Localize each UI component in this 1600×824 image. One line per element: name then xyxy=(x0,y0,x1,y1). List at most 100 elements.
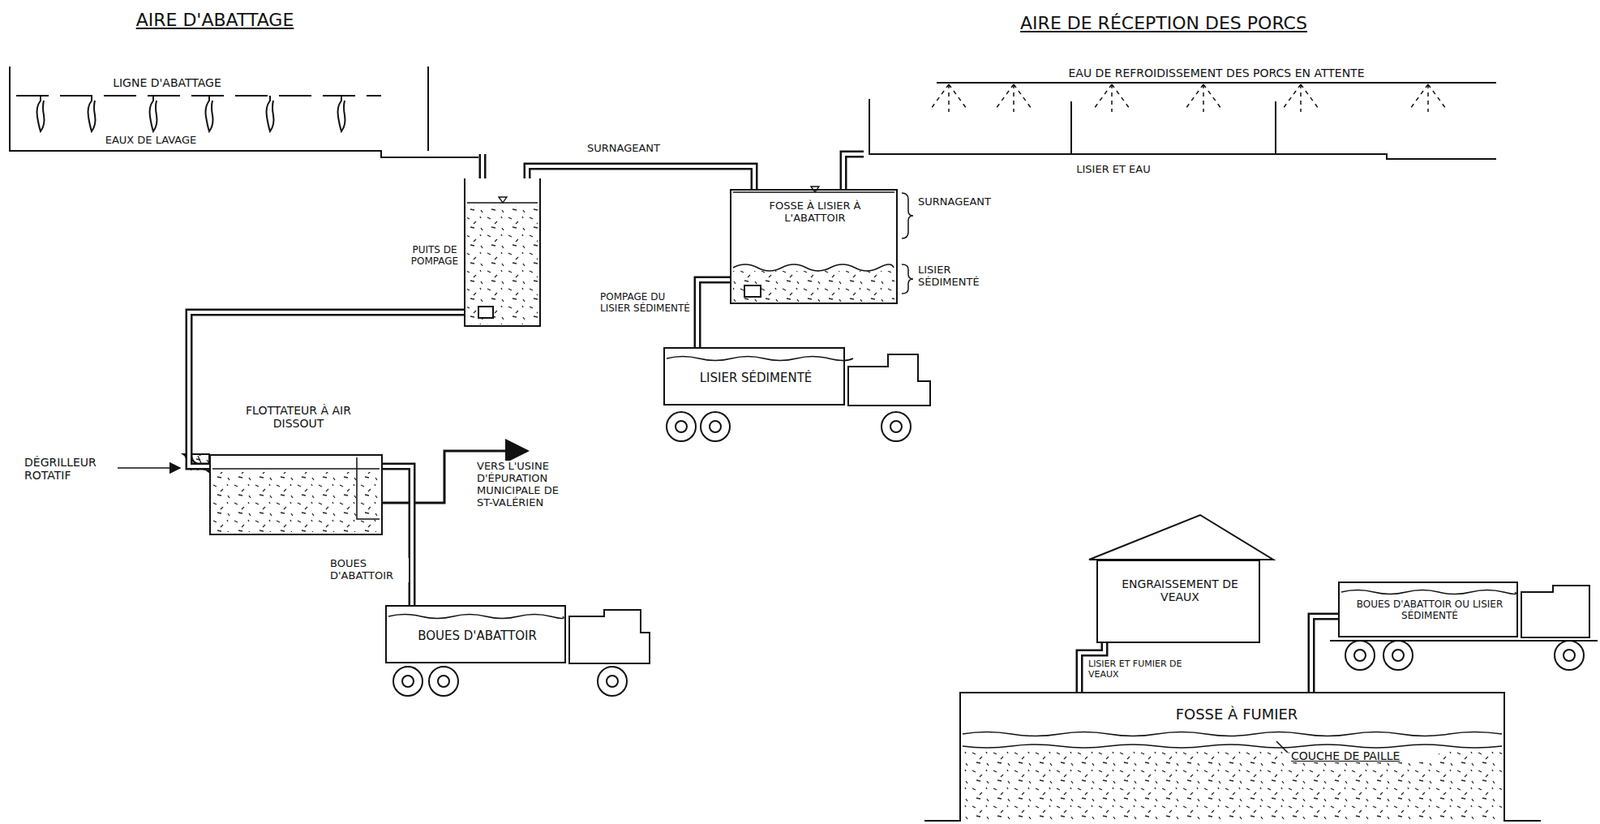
pig-reception-area xyxy=(930,84,1446,112)
truck xyxy=(666,411,696,442)
truck-tank: BOUES D'ABATTOIR xyxy=(385,604,567,664)
pipe-connector xyxy=(527,166,755,189)
truck xyxy=(569,609,650,664)
truck xyxy=(890,420,902,433)
pipe-connector xyxy=(1311,616,1339,692)
calf-barn xyxy=(1089,514,1274,560)
pipe-bore xyxy=(697,279,730,348)
reception-area: AIRE DE RÉCEPTION DES PORCS EAU DE REFROI… xyxy=(863,8,1505,183)
manure-pit-slaughterhouse xyxy=(733,264,894,271)
annotation: LISIER SÉDIMENTÉ xyxy=(916,264,993,289)
truck xyxy=(881,411,911,442)
dissolved-air-flotation xyxy=(212,471,380,532)
node-label: ENGRAISSEMENT DE VEAUX xyxy=(1106,577,1254,604)
pipe-label: BOUES D'ABATTOIR xyxy=(328,557,409,583)
pig-reception-area xyxy=(995,84,1032,112)
dissolved-air-flotation xyxy=(117,467,181,469)
node-label: LIGNE D'ABATTAGE xyxy=(85,76,249,90)
node-label: FOSSE À FUMIER xyxy=(1147,706,1326,724)
slaughter-room xyxy=(338,95,346,132)
pipe-wall xyxy=(697,279,730,348)
truck xyxy=(666,354,931,442)
truck xyxy=(675,420,687,433)
slaughter-room xyxy=(37,95,45,132)
truck xyxy=(1563,649,1575,661)
truck xyxy=(1521,585,1590,638)
slaughter-room xyxy=(150,95,158,132)
manure-pit xyxy=(924,732,1541,822)
pipe-connector xyxy=(697,279,730,348)
node-label: FLOTTATEUR À AIR DISSOUT xyxy=(233,403,364,430)
pumping-well xyxy=(467,197,538,325)
dissolved-air-flotation xyxy=(117,450,528,532)
truck xyxy=(1329,639,1598,642)
manure-pit xyxy=(1276,741,1288,753)
pipe-wall xyxy=(1311,616,1339,692)
pig-reception-area xyxy=(869,98,1497,159)
truck xyxy=(1329,585,1598,670)
truck-tank: BOUES D'ABATTOIR OU LISIER SÉDIMENTÉ xyxy=(1338,581,1519,638)
manure-pit-slaughterhouse xyxy=(901,264,914,294)
pig-reception-area xyxy=(1093,84,1130,112)
area-heading: AIRE D'ABATTAGE xyxy=(97,9,333,31)
truck xyxy=(437,675,450,687)
pig-reception-area xyxy=(1071,101,1276,155)
pig-reception-area xyxy=(869,82,1497,159)
pipe-label: POMPAGE DU LISIER SÉDIMENTÉ xyxy=(598,291,693,315)
annotation: DÉGRILLEUR ROTATIF xyxy=(22,455,117,482)
pig-reception-area xyxy=(936,81,1497,84)
truck xyxy=(700,411,730,442)
pipe-wall xyxy=(188,312,464,467)
pig-reception-area xyxy=(930,84,967,112)
truck xyxy=(597,666,627,696)
pipe-wall xyxy=(843,154,864,189)
pipe-bore xyxy=(188,312,464,467)
manure-pit-slaughterhouse xyxy=(733,270,895,302)
node-label: BOUES D'ABATTOIR OU LISIER SÉDIMENTÉ xyxy=(1346,599,1514,622)
pipe-bore xyxy=(527,166,755,189)
slaughter-room xyxy=(9,66,479,158)
manure-pit xyxy=(962,732,1502,737)
truck xyxy=(388,614,564,619)
pipe-bore xyxy=(843,154,864,189)
truck xyxy=(1554,640,1584,670)
pipe-connector xyxy=(382,466,412,605)
slaughter-room xyxy=(266,95,275,132)
pipe-bore xyxy=(1311,616,1339,692)
truck xyxy=(709,420,721,433)
slaughter-area: AIRE D'ABATTAGELIGNE D'ABATTAGEEAUX DE L… xyxy=(8,8,495,155)
truck-tank: LISIER SÉDIMENTÉ xyxy=(663,347,846,406)
flotation-tank: FLOTTATEUR À AIR DISSOUT xyxy=(209,454,383,536)
truck xyxy=(1392,649,1404,661)
dissolved-air-flotation xyxy=(356,457,380,520)
node-label: EAU DE REFROIDISSEMENT DES PORCS EN ATTE… xyxy=(1029,66,1403,80)
truck xyxy=(388,609,650,696)
node-label: BOUES D'ABATTOIR xyxy=(393,629,562,644)
pumping-well xyxy=(467,205,538,325)
truck xyxy=(428,666,459,696)
pig-reception-area xyxy=(1185,84,1222,112)
pipe-bore xyxy=(382,466,412,605)
slaughter-room xyxy=(205,95,214,132)
pipe-connector xyxy=(188,312,464,467)
pipe-connector xyxy=(482,154,484,179)
pumping-well xyxy=(478,306,494,318)
slaughter-room xyxy=(88,95,96,132)
node-label: LISIER ET EAU xyxy=(1056,163,1171,176)
pig-reception-area xyxy=(1410,84,1446,112)
annotation: VERS L'USINE D'ÉPURATION MUNICIPALE DE S… xyxy=(475,460,575,510)
truck xyxy=(606,675,618,687)
calf-barn xyxy=(1089,514,1274,560)
manure-pit xyxy=(962,744,1502,748)
truck xyxy=(848,354,931,406)
area-heading: AIRE DE RÉCEPTION DES PORCS xyxy=(985,12,1343,34)
pipe-bore xyxy=(480,154,485,179)
truck xyxy=(393,666,423,696)
slaughter-room xyxy=(16,94,382,97)
pumping-well xyxy=(498,197,507,203)
pipe-wall xyxy=(479,154,487,179)
pipe-label: LISIER ET FUMIER DE VEAUX xyxy=(1086,659,1212,680)
truck xyxy=(1341,590,1516,595)
